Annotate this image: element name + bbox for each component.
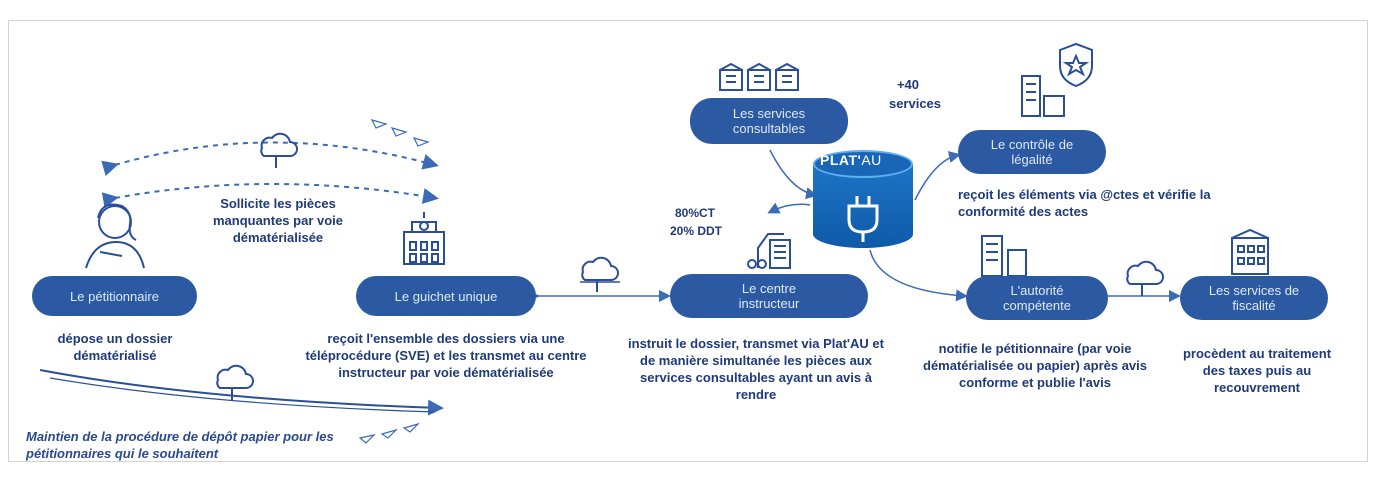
towers-icon: [981, 235, 1027, 277]
plug-icon: [847, 196, 879, 242]
node-autorite-competente: L'autorité compétente: [966, 276, 1108, 320]
label-recoit-actes: reçoit les éléments via @ctes et vérifie…: [958, 187, 1211, 219]
node-controle-legalite: Le contrôle de légalité: [958, 130, 1106, 174]
person-icon: [85, 203, 145, 269]
label-notifie: notifie le pétitionnaire (par voie démat…: [923, 341, 1147, 390]
office-tower-icon: [1021, 75, 1065, 117]
node-services-fiscalite: Les services de fiscalité: [1180, 276, 1328, 320]
link-platau-controle: [914, 151, 961, 201]
buildings-icon: [719, 62, 799, 91]
cloud-icon: [216, 364, 254, 400]
dashed-arc-lower: [101, 183, 439, 209]
diagram-frame: [8, 20, 1368, 462]
node-guichet-unique: Le guichet unique: [356, 276, 536, 316]
label-maintien: Maintien de la procédure de dépôt papier…: [26, 429, 334, 461]
dashed-arc-upper: [101, 141, 439, 177]
node-services-consultables: Les services consultables: [690, 98, 848, 144]
label-instruit: instruit le dossier, transmet via Plat'A…: [628, 336, 884, 402]
label-services-count: services: [888, 96, 942, 111]
shield-icon: [1059, 42, 1093, 88]
label-ddt: 20% DDT: [669, 224, 722, 238]
building-icon: [1231, 228, 1269, 275]
node-petitionnaire: Le pétitionnaire: [32, 276, 197, 316]
platau-label: PLAT'AU: [820, 152, 882, 168]
label-depose: dépose un dossier dématérialisé: [57, 331, 173, 363]
label-plus40: +40: [896, 77, 920, 92]
link-platau-autorite: [869, 249, 968, 302]
label-procedent: procèdent au traitement des taxes puis a…: [1182, 346, 1332, 395]
cloud-icon: [581, 256, 619, 292]
node-centre-instructeur: Le centre instructeur: [670, 274, 868, 318]
town-hall-icon: [403, 212, 445, 265]
construction-icon: [747, 233, 791, 269]
label-ct: 80%CT: [674, 206, 715, 220]
cloud-icon: [260, 132, 298, 168]
paper-plane-icon: [358, 119, 430, 444]
label-recoit: reçoit l'ensemble des dossiers via une t…: [305, 331, 587, 380]
cloud-icon: [1126, 260, 1164, 296]
platau-database: [813, 150, 913, 250]
link-services-platau: [769, 149, 818, 200]
paper-arc: [39, 369, 444, 416]
label-sollicite: Sollicite les pièces manquantes par voie…: [212, 196, 344, 245]
